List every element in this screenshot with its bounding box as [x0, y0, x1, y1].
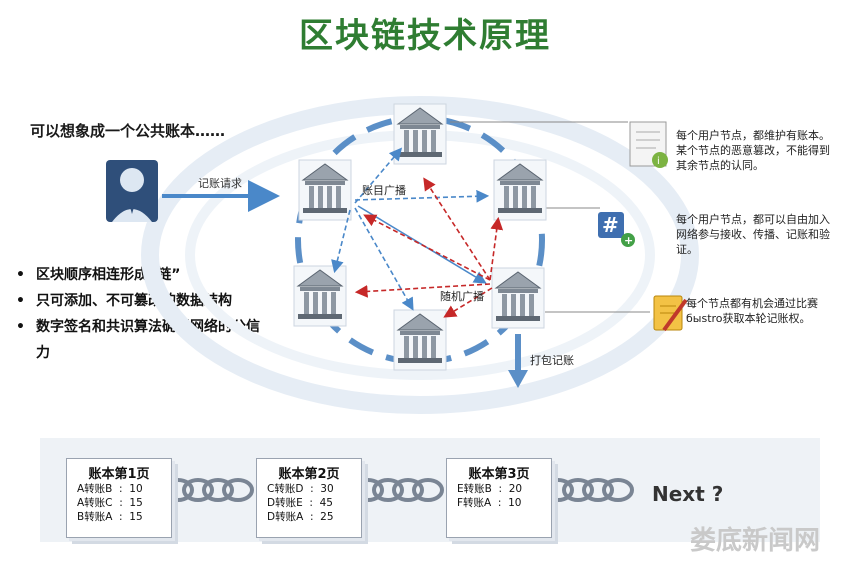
next-label: Next ? [652, 482, 724, 506]
node-ledger-note: 每个用户节点，都维护有账本。某个节点的恶意篡改，不能得到其余节点的认同。 [676, 129, 830, 172]
bullet-item: 数字签名和共识算法确保网络的公信力 [14, 314, 264, 366]
chain-link-icon [542, 478, 634, 502]
ledger-entry: B转账A : 15 [77, 511, 143, 523]
package-record-label: 打包记账 [530, 353, 574, 367]
random-broadcast-arrow [363, 214, 491, 281]
ledger-entry: D转账E : 45 [267, 497, 333, 509]
random-broadcast-arrow [423, 177, 491, 281]
ledger-page-title: 账本第2页 [278, 467, 340, 482]
random-broadcast-label: 随机广播 [440, 289, 484, 303]
chain-link-icon [352, 478, 444, 502]
broadcast-arrow [331, 209, 351, 274]
watermark-logo: 娄底新闻网 [690, 526, 821, 556]
document-icon: i [629, 121, 668, 168]
bullet-item: 只可添加、不可篡改的数据结构 [14, 288, 264, 314]
ledger-entry: A转账B : 10 [77, 483, 143, 495]
ledger-page: 账本第2页 C转账D : 30 D转账E : 45 D转账A : 25 [256, 458, 362, 538]
account-broadcast-label: 账目广播 [362, 183, 406, 197]
ledger-page: 账本第3页 E转账B : 20 F转账A : 10 [446, 458, 552, 538]
ledger-entry: E转账B : 20 [457, 483, 523, 495]
svg-text:+: + [624, 234, 633, 247]
bank-node-icon [393, 309, 447, 371]
ledger-metaphor-text: 可以想象成一个公共账本…… [30, 122, 226, 140]
ledger-page-title: 账本第1页 [88, 467, 150, 482]
bank-node-icon [493, 159, 547, 221]
broadcast-arrow [354, 189, 490, 203]
bank-node-icon [293, 265, 347, 327]
bank-node-icon [298, 159, 352, 221]
node-compete-note: 每个节点都有机会通过比赛быstro获取本轮记账权。 [686, 297, 818, 325]
broadcast-arrow [357, 205, 487, 284]
ledger-entry: A转账C : 15 [77, 497, 143, 509]
svg-text:i: i [657, 156, 660, 167]
random-broadcast-arrow [443, 287, 493, 318]
ledger-entry: D转账A : 25 [267, 511, 334, 523]
ledger-entry: F转账A : 10 [457, 497, 522, 509]
broadcast-arrow [354, 207, 414, 311]
svg-text:#: # [602, 213, 619, 237]
node-join-note: 每个用户节点，都可以自由加入网络参与接收、传播、记账和验证。 [676, 213, 830, 256]
user-icon [106, 160, 158, 222]
broadcast-arrow [354, 147, 403, 204]
bank-node-icon [393, 103, 447, 165]
package-arrow-head [508, 370, 528, 388]
random-broadcast-arrow [489, 216, 504, 281]
page-title: 区块链技术原理 [299, 16, 551, 56]
ledger-page-title: 账本第3页 [468, 467, 530, 482]
network-plus-icon: # + [598, 212, 635, 247]
record-request-label: 记账请求 [198, 177, 242, 190]
ledger-page: 账本第1页 A转账B : 10 A转账C : 15 B转账A : 15 [66, 458, 172, 538]
ledger-entry: C转账D : 30 [267, 483, 334, 495]
notepad-pencil-icon [653, 295, 688, 332]
random-broadcast-arrow [354, 283, 491, 298]
bank-node-icon [491, 267, 545, 329]
